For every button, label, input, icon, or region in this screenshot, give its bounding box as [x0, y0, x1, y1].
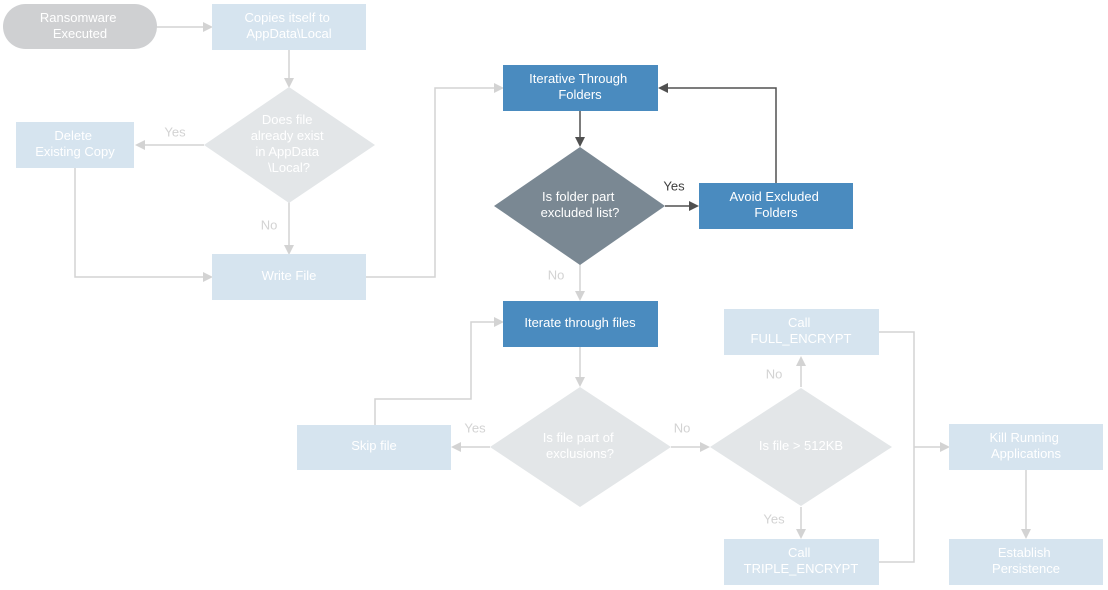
edge-skip-to-iterate-files [374, 317, 504, 425]
node-size-label: Is file > 512KB [759, 438, 843, 453]
node-persist-box [949, 539, 1103, 585]
faded-connectors [74, 22, 1031, 563]
node-write-label: Write File [262, 268, 317, 283]
node-folder-excluded-label: Is folder part excluded list? [541, 189, 620, 220]
node-folder-excluded-diamond [494, 147, 665, 265]
active-connectors [575, 83, 777, 211]
node-kill-label: Kill Running Applications [990, 430, 1063, 461]
edge-label-size-no: No [766, 366, 783, 381]
node-iterate-files-label: Iterate through files [524, 315, 636, 330]
edge-label-exist-no: No [261, 217, 278, 232]
node-copies-box [212, 4, 366, 50]
node-avoid-label: Avoid Excluded Folders [730, 189, 823, 220]
node-iterate-folders-box [503, 65, 658, 111]
node-iterate-files-box [503, 301, 658, 347]
edge-label-exist-yes: Yes [164, 124, 186, 139]
node-skip-box [297, 425, 451, 470]
node-does-exist-label: Does file already exist in AppData \Loca… [251, 112, 328, 175]
node-avoid-box [699, 183, 853, 229]
node-triple-encrypt-box [724, 539, 879, 585]
node-skip-label: Skip file [351, 438, 397, 453]
edge-label-folder-yes: Yes [663, 178, 685, 193]
node-delete-label: Delete Existing Copy [35, 128, 115, 159]
edge-label-file-no: No [674, 420, 691, 435]
node-triple-encrypt-label: Call TRIPLE_ENCRYPT [744, 545, 859, 576]
node-start-pill [3, 4, 157, 49]
node-write-box [212, 254, 366, 300]
node-full-encrypt-box [724, 309, 879, 355]
node-copies-label: Copies itself to AppData\Local [245, 10, 334, 41]
edge-label-folder-no: No [548, 267, 565, 282]
node-does-exist-diamond [204, 87, 375, 203]
node-full-encrypt-label: Call FULL_ENCRYPT [751, 315, 852, 346]
node-start-label: Ransomware Executed [40, 10, 120, 41]
node-persist-label: Establish Persistence [992, 545, 1060, 576]
node-size-diamond [710, 388, 892, 506]
edge-label-size-yes: Yes [763, 511, 785, 526]
node-file-excl-diamond [490, 387, 671, 507]
edge-delete-to-write [74, 168, 213, 282]
node-file-excl-label: Is file part of exclusions? [543, 430, 617, 461]
edge-write-to-iterate-folders [366, 83, 504, 278]
node-kill-box [949, 424, 1103, 470]
edge-avoid-to-folders [658, 83, 777, 183]
node-iterate-folders-label: Iterative Through Folders [529, 71, 631, 102]
edge-label-file-yes: Yes [464, 420, 486, 435]
node-delete-box [16, 122, 134, 168]
